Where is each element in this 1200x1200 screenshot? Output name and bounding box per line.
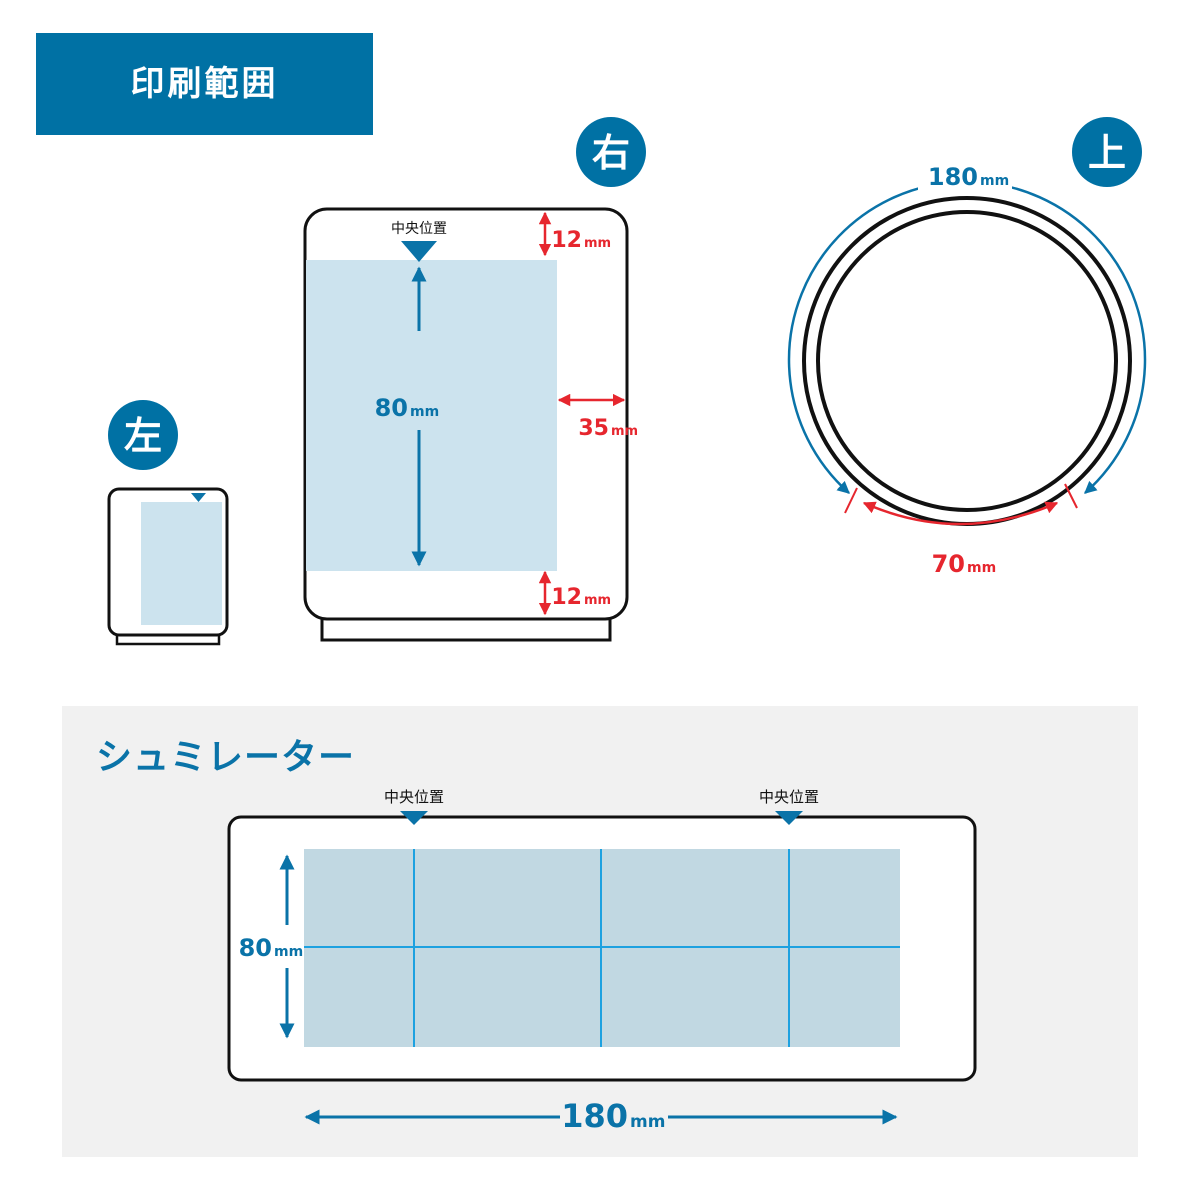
center-position-marker (401, 241, 437, 262)
top-view-circle: 180 mm 70 mm (787, 160, 1147, 578)
page-title: 印刷範囲 (130, 64, 279, 104)
badge-right: 右 (576, 117, 646, 187)
center-position-label: 中央位置 (391, 221, 447, 237)
top-margin-value: 12 (551, 228, 582, 253)
print-area (306, 260, 557, 571)
badge-right-label: 右 (592, 131, 630, 175)
sim-height-value: 80 (239, 934, 272, 962)
height-unit: mm (410, 404, 439, 420)
sim-center-label-2: 中央位置 (759, 788, 819, 806)
badge-left-label: 左 (124, 414, 162, 458)
simulator-title: シュミレーター (96, 737, 356, 778)
side-margin-unit: mm (611, 424, 638, 439)
sim-width-unit: mm (630, 1112, 665, 1132)
circumference-value: 180 (928, 163, 978, 191)
badge-top: 上 (1072, 117, 1142, 187)
title-banner: 印刷範囲 (36, 33, 373, 135)
badge-left: 左 (108, 400, 178, 470)
bottom-margin-unit: mm (584, 593, 611, 608)
sim-width-value: 180 (561, 1097, 628, 1135)
gap-unit: mm (967, 560, 996, 576)
left-center-marker (191, 493, 206, 502)
sim-center-marker-2 (775, 811, 803, 825)
top-margin-unit: mm (584, 236, 611, 251)
sim-center-label-1: 中央位置 (384, 788, 444, 806)
gap-value: 70 (932, 550, 965, 578)
circumference-unit: mm (980, 173, 1009, 189)
simulator-canvas: 中央位置 中央位置 80 mm 180 mm (227, 788, 977, 1135)
height-value: 80 (375, 394, 408, 422)
side-margin-value: 35 (578, 416, 609, 441)
right-view-mug: 中央位置 80 mm 12 mm 12 mm 35 mm (303, 207, 638, 642)
sim-center-marker-1 (400, 811, 428, 825)
sim-height-unit: mm (274, 944, 303, 960)
left-view-mug (107, 487, 229, 646)
badge-top-label: 上 (1088, 131, 1126, 175)
gap-arc (862, 501, 1059, 526)
bottom-margin-value: 12 (551, 585, 582, 610)
